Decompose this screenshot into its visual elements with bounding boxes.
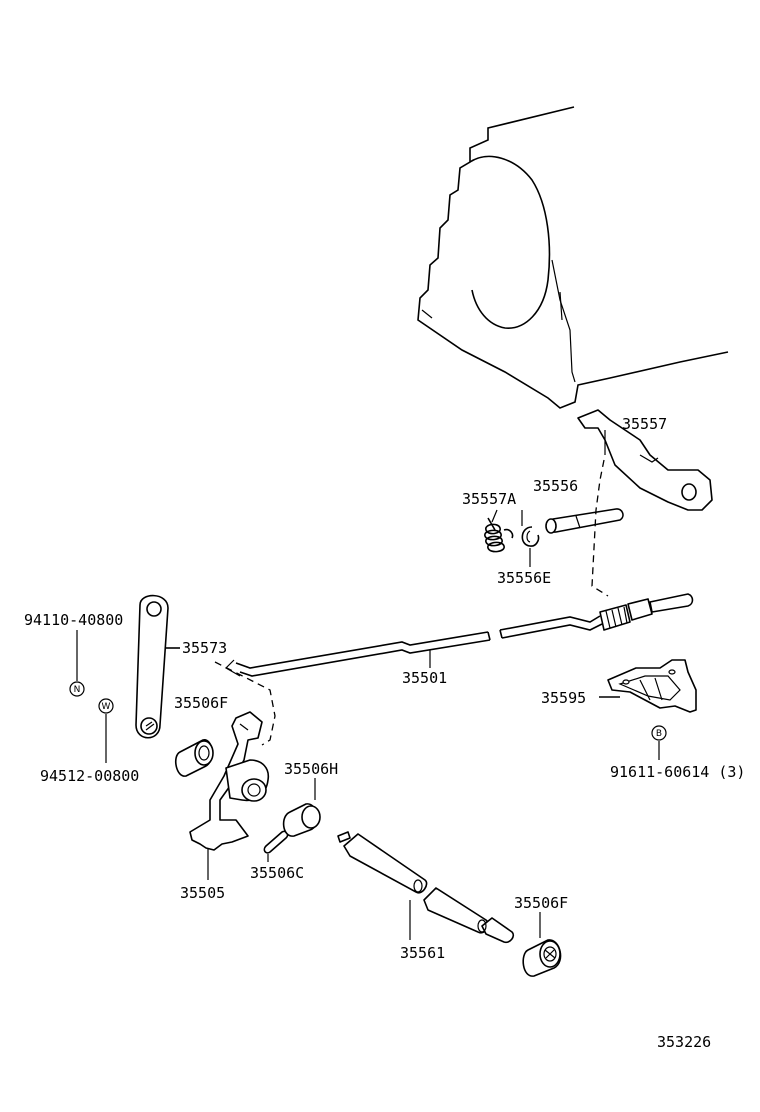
svg-text:B: B	[656, 729, 662, 739]
label-35506F-lower: 35506F	[514, 894, 568, 912]
label-35506C: 35506C	[250, 864, 304, 882]
label-35556: 35556	[533, 477, 578, 495]
part-35501-cable	[225, 593, 694, 677]
transmission-housing	[417, 106, 729, 409]
part-35505-lever	[189, 711, 270, 851]
part-35556E-clip	[521, 526, 540, 547]
part-35506H-bushing	[282, 803, 321, 837]
label-94110-40800: 94110-40800	[24, 611, 123, 629]
label-35506F-upper: 35506F	[174, 694, 228, 712]
part-35557-lever	[577, 409, 713, 511]
label-35573: 35573	[182, 639, 227, 657]
part-35506F-upper-bushing	[174, 739, 214, 777]
svg-text:N: N	[74, 685, 81, 695]
label-35595: 35595	[541, 689, 586, 707]
part-35557A-spring	[484, 517, 514, 553]
label-35561: 35561	[400, 944, 445, 962]
label-35506H: 35506H	[284, 760, 338, 778]
washer-symbol: W	[98, 698, 114, 714]
part-35573-link	[135, 594, 169, 739]
bolt-symbol: B	[651, 725, 667, 741]
part-35506C-pin	[263, 830, 289, 854]
part-35556-pin	[545, 508, 624, 534]
label-35556E: 35556E	[497, 569, 551, 587]
label-94512-00800: 94512-00800	[40, 767, 139, 785]
label-35501: 35501	[402, 669, 447, 687]
label-35505: 35505	[180, 884, 225, 902]
part-35506F-lower-bushing	[522, 939, 562, 977]
label-35557: 35557	[622, 415, 667, 433]
label-35557A: 35557A	[462, 490, 516, 508]
diagram-number: 353226	[657, 1033, 711, 1051]
svg-text:W: W	[102, 702, 111, 712]
label-91611-60614: 91611-60614 (3)	[610, 763, 745, 781]
part-35561-shaft	[337, 831, 515, 944]
nut-symbol: N	[69, 681, 85, 697]
part-35595-bracket	[607, 659, 697, 713]
